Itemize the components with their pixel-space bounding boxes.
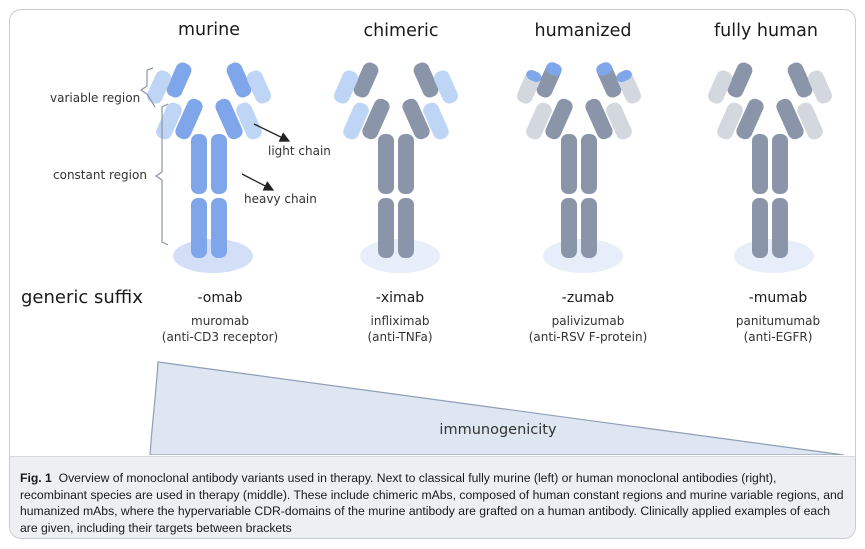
- heavy-chain-constant-lower: [752, 198, 768, 258]
- light-chain-constant: [423, 102, 449, 140]
- heavy-chain-variable: [413, 62, 439, 98]
- antibody-fully-human: [708, 62, 832, 273]
- heavy-chain-constant-upper: [752, 134, 768, 194]
- heavy-chain-constant-upper: [581, 134, 597, 194]
- column-title-humanized: humanized: [535, 21, 632, 41]
- light-chain-variable: [147, 70, 171, 104]
- variable-region-bracket: [139, 67, 156, 108]
- example-murine: muromab: [191, 314, 249, 328]
- suffix-fully-human: -mumab: [749, 290, 808, 306]
- heavy-chain-constant-upper: [211, 134, 227, 194]
- example-humanized: palivizumab: [552, 314, 625, 328]
- immunogenicity-wedge: [149, 361, 845, 455]
- light-chain-variable: [808, 70, 832, 104]
- suffix-murine: -omab: [198, 290, 243, 306]
- heavy-chain-arm: [585, 98, 613, 140]
- light-chain-variable: [434, 70, 458, 104]
- heavy-chain-constant-lower: [378, 198, 394, 258]
- heavy-chain-arm: [215, 98, 243, 140]
- light-chain-variable: [334, 70, 358, 104]
- constant-region-bracket: [154, 103, 169, 246]
- cdr-region: [616, 70, 632, 83]
- heavy-chain-constant-lower: [581, 198, 597, 258]
- heavy-chain-constant-lower: [398, 198, 414, 258]
- target-humanized: (anti-RSV F-protein): [529, 330, 648, 344]
- light-chain-variable: [708, 70, 732, 104]
- heavy-chain-arm: [736, 98, 764, 140]
- heavy-chain-variable: [727, 62, 753, 98]
- heavy-chain-constant-lower: [561, 198, 577, 258]
- heavy-chain-constant-upper: [561, 134, 577, 194]
- light-chain-constant: [797, 102, 823, 140]
- heavy-chain-arm: [362, 98, 390, 140]
- heavy-chain-arm: [402, 98, 430, 140]
- light-chain-constant: [526, 102, 552, 140]
- antibody-diagram: murine chimeric humanized fully human va…: [21, 20, 845, 455]
- cdr-region: [596, 62, 612, 76]
- immunogenicity-label: immunogenicity: [439, 422, 557, 438]
- suffix-chimeric: -ximab: [376, 290, 424, 306]
- cdr-region: [526, 70, 542, 83]
- figure-caption: Fig. 1 Overview of monoclonal antibody v…: [10, 456, 855, 538]
- constant-region-label: constant region: [53, 168, 147, 182]
- light-chain-constant: [156, 102, 182, 140]
- caption-text: Overview of monoclonal antibody variants…: [20, 471, 844, 535]
- heavy-chain-constant-lower: [191, 198, 207, 258]
- heavy-chain-constant-upper: [378, 134, 394, 194]
- heavy-chain-arm: [175, 98, 203, 140]
- light-chain-constant: [717, 102, 743, 140]
- heavy-chain-constant-upper: [191, 134, 207, 194]
- suffix-humanized: -zumab: [562, 290, 614, 306]
- column-title-murine: murine: [178, 20, 240, 40]
- heavy-chain-label: heavy chain: [244, 192, 317, 206]
- light-chain-constant: [236, 102, 262, 140]
- cdr-region: [546, 62, 562, 76]
- variable-region-label: variable region: [50, 91, 140, 105]
- generic-suffix-label: generic suffix: [21, 287, 143, 308]
- heavy-chain-constant-lower: [772, 198, 788, 258]
- caption-label: Fig. 1: [20, 471, 52, 485]
- light-chain-constant: [343, 102, 369, 140]
- antibody-humanized: [517, 62, 641, 273]
- light-chain-variable: [247, 70, 271, 104]
- figure-frame: murine chimeric humanized fully human va…: [9, 9, 856, 539]
- heavy-chain-constant-upper: [772, 134, 788, 194]
- column-title-fully-human: fully human: [714, 21, 818, 41]
- target-murine: (anti-CD3 receptor): [162, 330, 278, 344]
- heavy-chain-constant-lower: [211, 198, 227, 258]
- light-chain-constant: [606, 102, 632, 140]
- light-chain-arrow: [253, 123, 291, 142]
- antibody-murine: [147, 62, 271, 273]
- example-chimeric: infliximab: [371, 314, 430, 328]
- heavy-chain-arrow: [241, 173, 275, 191]
- heavy-chain-arm: [776, 98, 804, 140]
- heavy-chain-variable: [353, 62, 379, 98]
- target-fully-human: (anti-EGFR): [744, 330, 813, 344]
- heavy-chain-variable: [166, 62, 192, 98]
- column-title-chimeric: chimeric: [363, 21, 438, 41]
- heavy-chain-variable: [787, 62, 813, 98]
- antibody-chimeric: [334, 62, 458, 273]
- heavy-chain-constant-upper: [398, 134, 414, 194]
- heavy-chain-variable: [226, 62, 252, 98]
- example-fully-human: panitumumab: [736, 314, 820, 328]
- heavy-chain-arm: [545, 98, 573, 140]
- target-chimeric: (anti-TNFa): [367, 330, 432, 344]
- light-chain-label: light chain: [268, 144, 331, 158]
